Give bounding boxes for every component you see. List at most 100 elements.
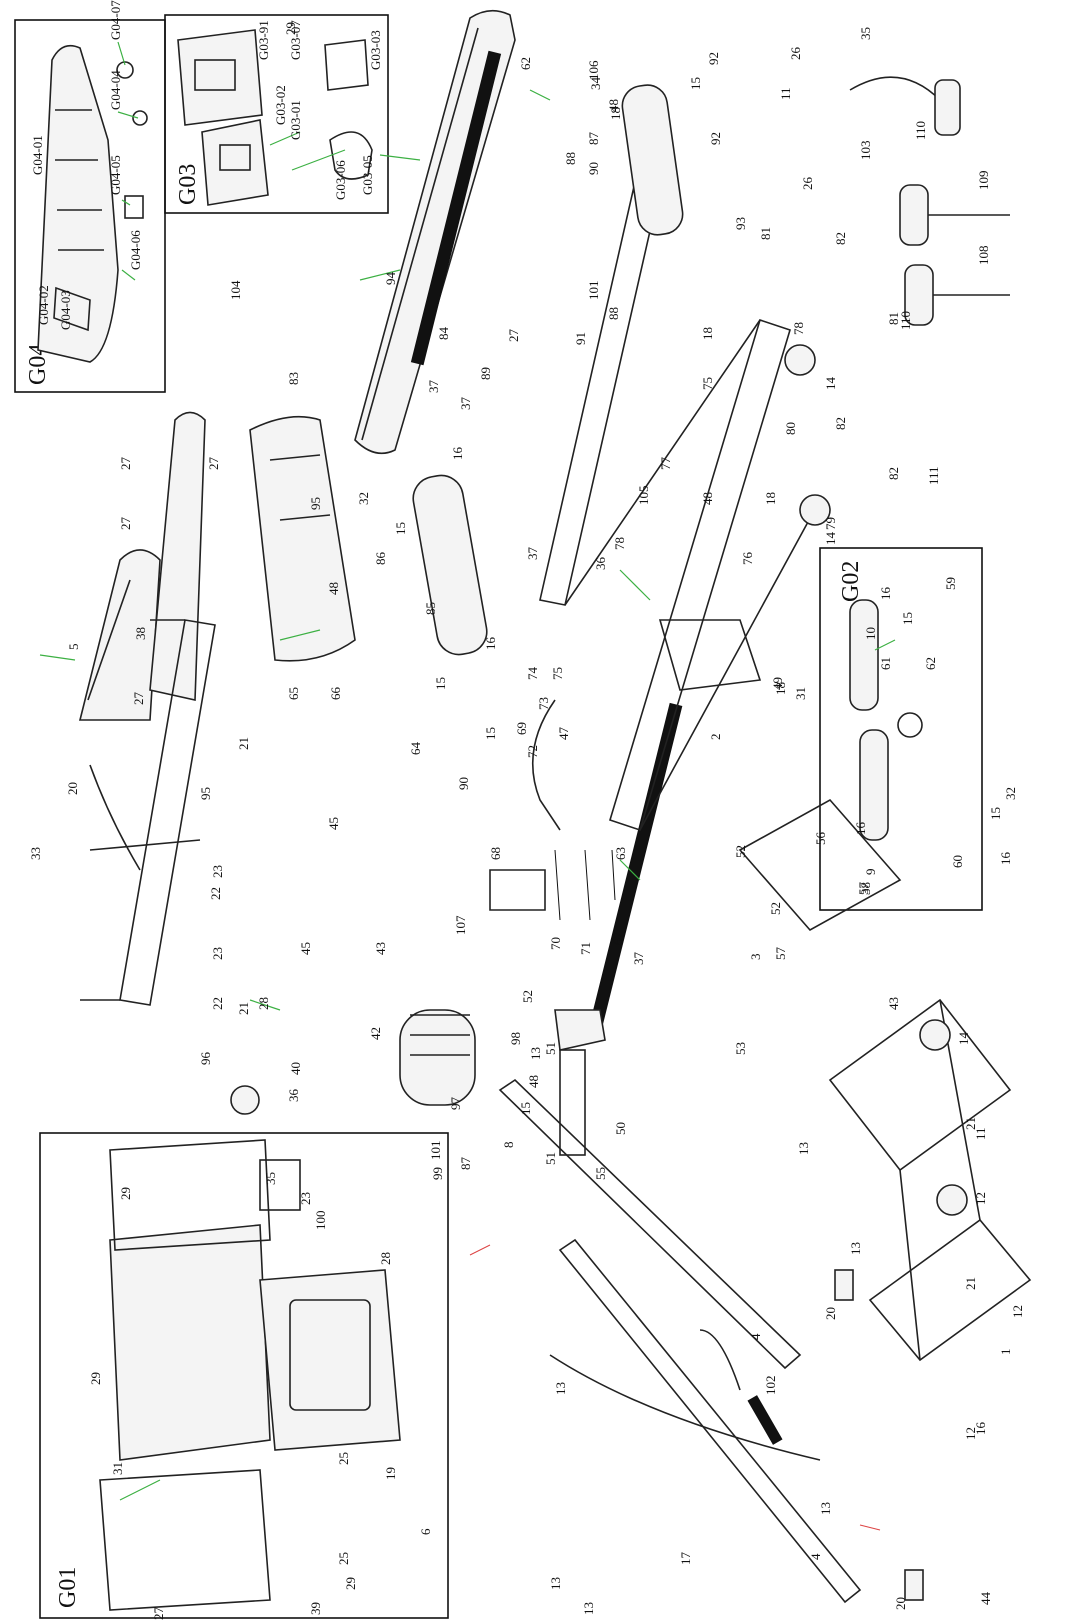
group-box-g01 [39,1132,449,1619]
callout-label: 12 [1010,1305,1025,1318]
callout-label: G04-03 [58,290,73,330]
callout-label: 48 [700,492,715,505]
callout-label: 63 [613,847,628,860]
callout-label: 76 [740,552,755,566]
callout-label: 88 [606,307,621,320]
callout-label: 71 [578,942,593,955]
accessory-tools [849,76,1010,326]
callout-label: 57 [856,882,871,896]
callout-label: 55 [593,1167,608,1180]
callout-label: 27 [506,329,521,343]
callout-label: 73 [536,697,551,710]
callout-label: G03-05 [360,155,375,195]
callout-label: 93 [733,217,748,230]
callout-label: 82 [833,232,848,245]
callout-label: 16 [483,637,498,651]
callout-label: 78 [612,537,627,550]
callout-label: 62 [518,57,533,70]
callout-label: G03-03 [368,30,383,70]
callout-label: 21 [963,1277,978,1290]
callout-label: 13 [553,1382,568,1395]
callout-label: 15 [393,522,408,535]
group-label-g02: G02 [838,561,864,602]
callout-label: 65 [286,687,301,700]
callout-label: 110 [913,121,928,140]
g04-console-cover [37,44,148,363]
callout-label: 32 [356,492,371,505]
callout-label: 45 [298,942,313,955]
callout-label: 16 [973,1422,988,1436]
callout-label: 75 [700,377,715,390]
callout-label: 37 [631,952,646,966]
callout-label: G03-06 [333,160,348,200]
callout-label: 38 [858,882,873,895]
callout-label: 57 [773,947,788,961]
callout-label: 101 [586,281,601,301]
callout-label: 92 [706,52,721,65]
callout-label: 23 [210,947,225,960]
callout-label: 33 [28,847,43,860]
foot-pads [747,1269,924,1601]
callout-label: 35 [263,1172,278,1185]
callout-label: 25 [336,1452,351,1465]
callout-label: 16 [450,447,465,461]
callout-label: 90 [456,777,471,790]
callout-label: 81 [886,312,901,325]
callout-label: 66 [328,687,343,701]
callout-label: 68 [488,847,503,860]
callout-label: 21 [236,737,251,750]
side-rails [78,411,206,721]
callout-label: 53 [733,1042,748,1055]
callout-label: 62 [923,657,938,670]
callout-label: 4 [748,1333,763,1340]
callout-label: 96 [198,1052,213,1066]
callout-label: G04-01 [30,135,45,175]
callout-label: 89 [478,367,493,380]
group-box-g03 [164,14,389,214]
callout-label: 31 [793,687,808,700]
callout-label: 37 [458,397,473,411]
callout-label: 18 [608,107,623,120]
callout-label: 108 [976,246,991,266]
callout-label: 106 [586,60,601,80]
callout-label: 42 [368,1027,383,1040]
running-belt [410,50,683,1028]
callout-label: 22 [210,997,225,1010]
callout-label: 32 [1003,787,1018,800]
callout-label: G03-91 [256,20,271,60]
callout-label: 8 [501,1142,516,1149]
callout-label: 15 [433,677,448,690]
callout-label: 20 [65,782,80,795]
callout-label: 78 [791,322,806,335]
callout-label: 37 [525,547,540,561]
callout-label: 74 [525,667,540,681]
callout-label: 88 [563,152,578,165]
uprights [498,1078,862,1604]
callout-label: 23 [210,865,225,878]
callout-label: 26 [800,177,815,191]
callout-label: 36 [286,1089,301,1103]
motor-cover [249,415,356,662]
callout-label: 6 [418,1528,433,1535]
callout-label: 1 [998,1349,1013,1356]
callout-label: 28 [378,1252,393,1265]
callout-label: 70 [548,937,563,950]
callout-label: 107 [453,915,468,935]
callout-label: 29 [343,1577,358,1590]
callout-label: G04-06 [128,230,143,270]
callout-label: 100 [313,1211,328,1231]
callout-label: 12 [973,1192,988,1205]
callout-label: 22 [208,887,223,900]
callout-label: 75 [550,667,565,680]
callout-label: 20 [893,1597,908,1610]
callout-label: 85 [423,602,438,615]
callout-label: 27 [118,517,133,531]
callout-label: 21 [236,1002,251,1015]
callout-label: 43 [373,942,388,955]
callout-label: 52 [520,990,535,1003]
callout-label: 61 [878,657,893,670]
callout-label: 95 [308,497,323,510]
callout-label: 27 [131,692,146,706]
callout-label: 13 [818,1502,833,1515]
callout-label: 47 [556,727,571,741]
